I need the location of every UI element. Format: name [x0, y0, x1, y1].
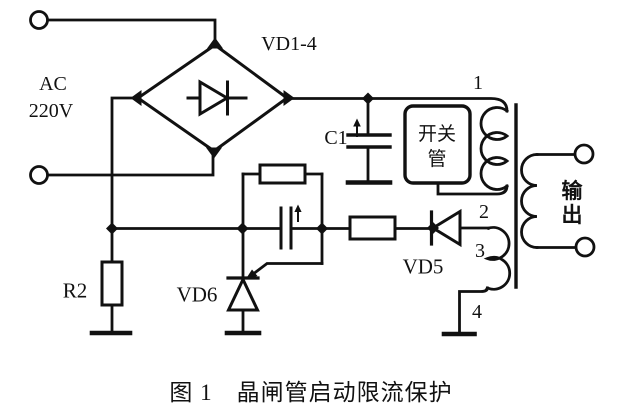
bridge-rectifier: [130, 37, 295, 159]
switch-tube-label-line1: 开关: [417, 124, 457, 145]
diode-label: VD5: [402, 254, 444, 279]
feedback-winding: [441, 226, 512, 337]
output-label-line1: 输: [561, 180, 583, 203]
terminal-circle: [573, 143, 595, 165]
primary-winding: [436, 106, 510, 196]
winding-tap-4-label: 4: [472, 301, 482, 323]
thyristor-label: VD6: [176, 282, 218, 307]
gate-network: [110, 163, 352, 280]
resistor-r2: [89, 260, 133, 336]
output-label: 输 出: [562, 180, 583, 228]
winding-tap-2-label: 2: [479, 201, 489, 223]
output-label-line2: 出: [561, 204, 583, 227]
terminal-circle: [29, 165, 49, 185]
bridge-diode-symbol: [186, 79, 248, 117]
bridge-node-bottom: [206, 147, 222, 159]
thyristor-vd6: [224, 276, 262, 336]
winding-tap-3-label: 3: [475, 240, 485, 262]
series-resistor: [348, 215, 433, 241]
resistor-label: R2: [62, 278, 88, 303]
dc-positive-rail: [285, 97, 509, 113]
switch-tube-label-line2: 管: [427, 149, 447, 170]
terminal-circle: [29, 10, 49, 30]
junction-dots: [106, 92, 439, 235]
ac-top-wire: [29, 10, 217, 47]
thyristor-gate-wire: [248, 262, 324, 278]
terminal-circle: [574, 236, 596, 258]
ac-bottom-wire: [29, 149, 215, 185]
switch-tube-label: 开关 管: [418, 122, 456, 172]
bridge-node-top: [207, 37, 223, 49]
switch-tube-wire: [436, 181, 509, 196]
ac-source-label-line1: AC: [39, 73, 67, 95]
dc-negative-rail: [110, 96, 140, 264]
figure-caption: 图 1 晶闸管启动限流保护: [169, 380, 453, 405]
bridge-label: VD1-4: [261, 33, 317, 55]
winding-tap-1-label: 1: [473, 72, 483, 94]
capacitor-label: C1: [324, 127, 348, 149]
capacitor-c1: [345, 97, 393, 185]
parallel-resistor: [258, 163, 307, 185]
ac-source-label-line2: 220V: [28, 100, 74, 122]
secondary-winding: [520, 143, 596, 258]
